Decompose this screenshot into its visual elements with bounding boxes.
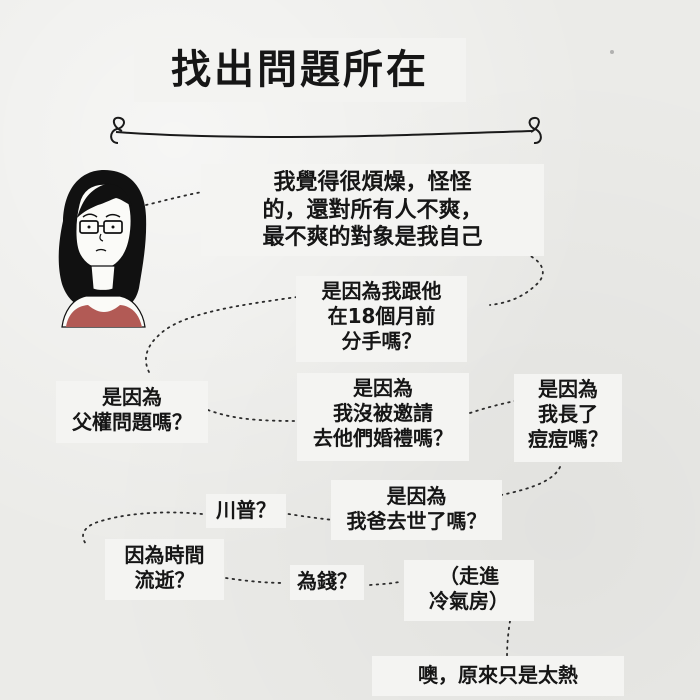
- eyebrow-left: [82, 213, 98, 218]
- thought-box-3: 是因為 父權問題嗎？: [56, 381, 208, 443]
- thought-5-line-3: 痘痘嗎？: [528, 427, 608, 452]
- thought-box-9: 為錢？: [290, 565, 364, 600]
- thought-6-line-1: 川普？: [216, 498, 276, 522]
- thought-10-line-2: 冷氣房）: [429, 589, 509, 614]
- thought-2-line-3: 分手嗎？: [341, 329, 422, 354]
- thought-4-line-2: 我沒被邀請: [333, 401, 433, 426]
- thought-7-line-2: 我爸去世了嗎？: [346, 509, 487, 534]
- thought-1-line-3: 最不爽的對象是我自己: [262, 225, 483, 251]
- mouth: [95, 248, 107, 252]
- thought-box-7: 是因為 我爸去世了嗎？: [331, 480, 502, 540]
- thought-4-line-1: 是因為: [353, 376, 413, 400]
- eye-left: [87, 225, 91, 229]
- thought-5-line-2: 我長了: [538, 402, 598, 427]
- thought-2-line-1: 是因為我跟他: [321, 279, 442, 303]
- thought-box-1: 我覺得很煩燥，怪怪 的，還對所有人不爽， 最不爽的對象是我自己: [201, 164, 544, 256]
- thought-3-line-2: 父權問題嗎？: [72, 410, 192, 435]
- nose: [99, 233, 104, 242]
- thought-8-line-2: 流逝？: [134, 568, 195, 593]
- glasses-right: [103, 220, 123, 234]
- shirt: [66, 305, 142, 327]
- thought-9-line-1: 為錢？: [297, 569, 357, 593]
- thought-box-6: 川普？: [206, 494, 286, 528]
- bangs: [77, 183, 132, 218]
- thought-5-line-1: 是因為: [538, 377, 598, 401]
- glasses-left: [79, 220, 99, 234]
- eyebrow-right: [105, 214, 121, 218]
- thought-box-10: （走進 冷氣房）: [404, 560, 534, 621]
- title-card: 找出問題所在: [134, 38, 466, 102]
- thought-11-line-1: 噢，原來只是太熱: [418, 663, 578, 687]
- thought-3-line-1: 是因為: [102, 385, 162, 409]
- neck: [90, 265, 116, 292]
- thought-box-5: 是因為 我長了 痘痘嗎？: [514, 374, 622, 462]
- thought-1-line-1: 我覺得很煩燥，怪怪: [273, 170, 472, 195]
- thought-7-line-1: 是因為: [386, 484, 447, 508]
- character-portrait-icon: [58, 170, 147, 328]
- thought-8-line-1: 因為時間: [124, 543, 205, 567]
- thought-10-line-1: （走進: [439, 564, 499, 588]
- thought-1-line-2: 的，還對所有人不爽，: [262, 197, 483, 223]
- thought-box-11: 噢，原來只是太熱: [372, 656, 624, 696]
- eye-right: [111, 225, 115, 229]
- thought-box-2: 是因為我跟他 在18個月前 分手嗎？: [296, 276, 467, 362]
- paper-speck: [610, 50, 614, 54]
- thought-box-8: 因為時間 流逝？: [105, 539, 224, 600]
- thought-2-line-2: 在18個月前: [327, 304, 436, 329]
- page-title: 找出問題所在: [171, 47, 429, 93]
- thought-box-4: 是因為 我沒被邀請 去他們婚禮嗎？: [297, 373, 469, 461]
- thought-4-line-3: 去他們婚禮嗎？: [313, 426, 453, 451]
